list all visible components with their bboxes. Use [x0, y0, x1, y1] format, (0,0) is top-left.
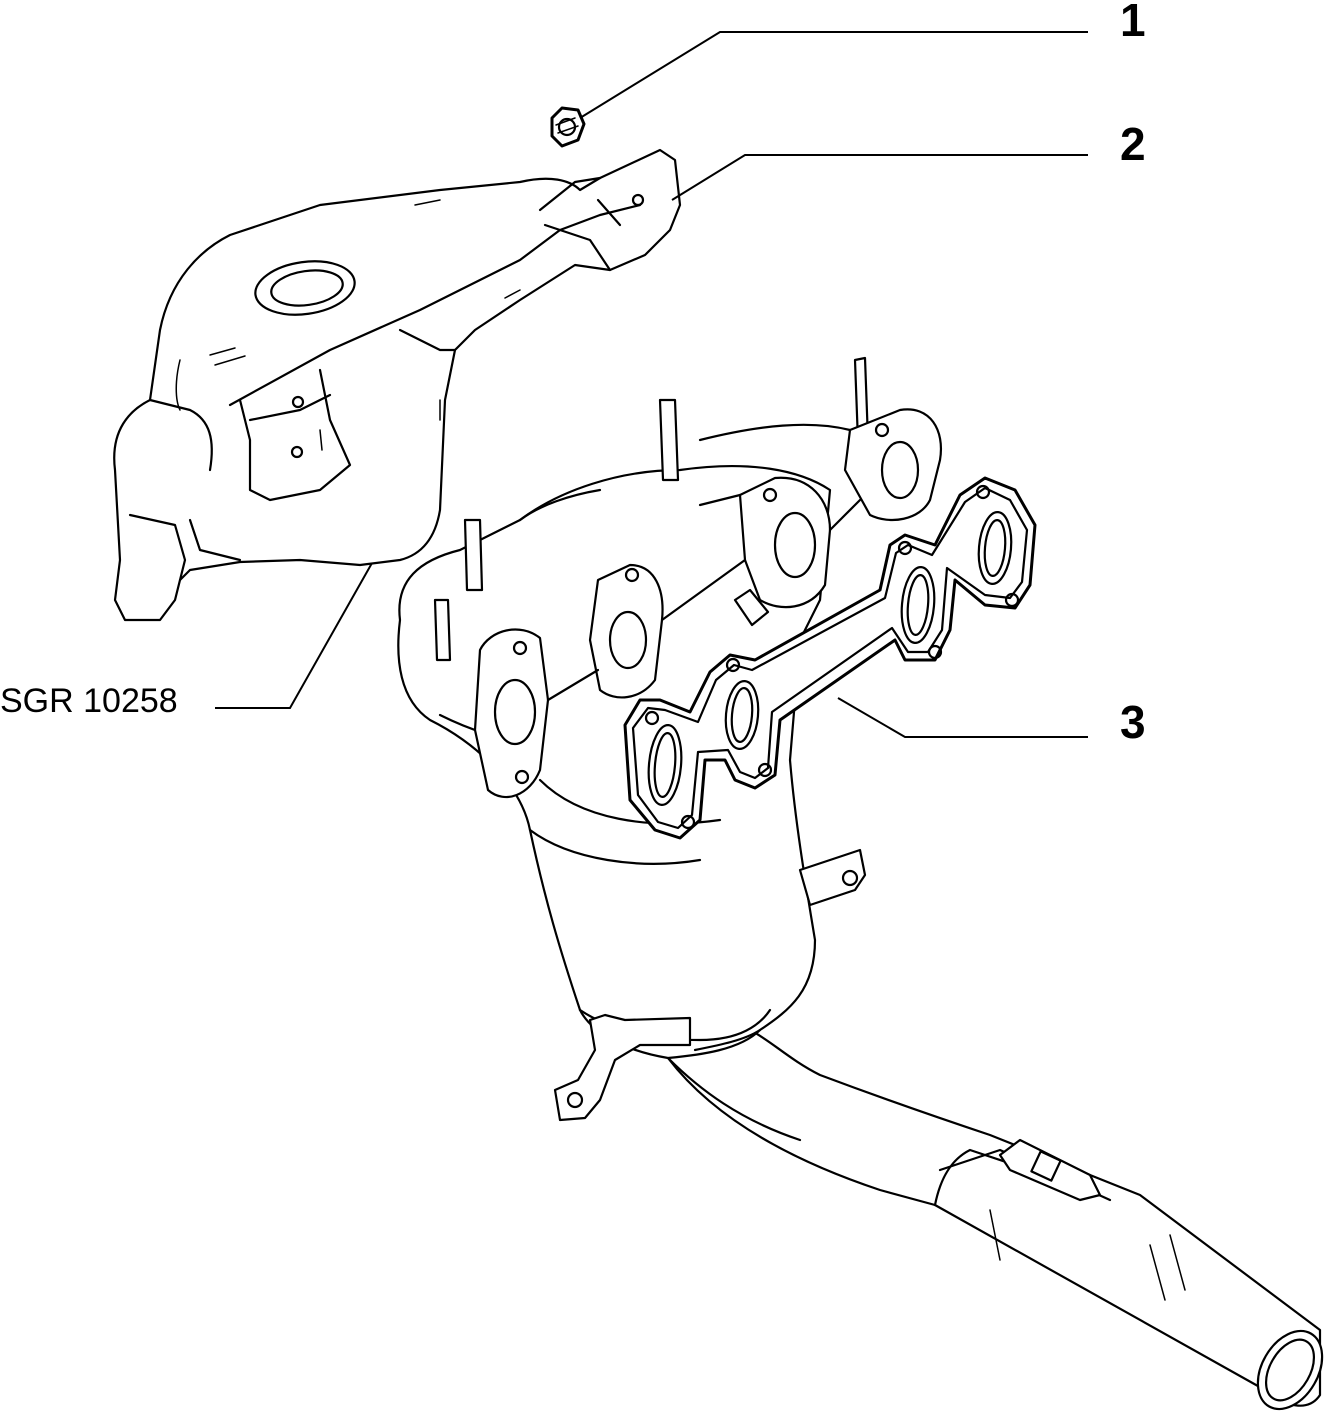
leader-line-1 — [579, 31, 1088, 119]
exhaust-pipe — [666, 1028, 1324, 1411]
callout-2: 2 — [1120, 118, 1146, 170]
callout-1: 1 — [1120, 0, 1146, 46]
leader-line-2 — [671, 154, 1088, 201]
callout-3: 3 — [1120, 696, 1146, 748]
exhaust-manifold — [433, 356, 943, 799]
exhaust-manifold-gasket — [623, 476, 1037, 840]
nut — [550, 106, 586, 148]
leader-line-ref — [215, 562, 373, 709]
reference-code: SGR 10258 — [0, 682, 178, 720]
heat-shield — [113, 148, 682, 622]
leader-lines — [215, 31, 1088, 738]
leader-line-3 — [837, 697, 1088, 738]
catalytic-converter — [397, 423, 867, 1122]
